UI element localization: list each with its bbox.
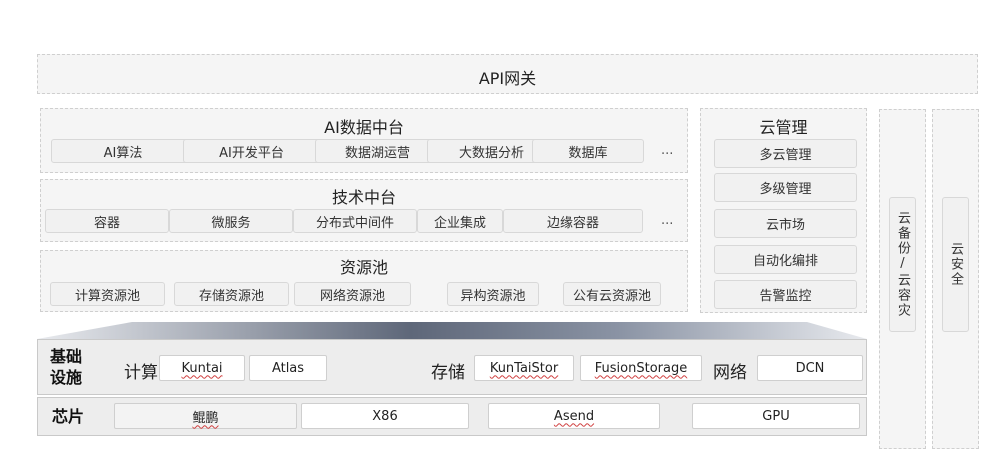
- infrastructure-row: 基础 设施 计算 Kuntai Atlas 存储 KunTaiStor Fusi…: [37, 339, 867, 395]
- database-box: 数据库: [532, 139, 644, 163]
- microservice-box: 微服务: [169, 209, 293, 233]
- api-gateway-title: API网关: [478, 69, 537, 88]
- chip-row: 芯片 鲲鹏 X86 Asend GPU: [37, 397, 867, 436]
- asend-box: Asend: [488, 403, 660, 429]
- infrastructure-label: 基础 设施: [50, 347, 83, 387]
- cloud-backup-dr-label: 云备份/云容灾: [889, 197, 916, 332]
- atlas-box: Atlas: [249, 355, 327, 381]
- ai-algorithm-box: AI算法: [51, 139, 195, 163]
- cloud-security-label: 云安全: [942, 197, 969, 332]
- resource-pool-panel: 资源池 计算资源池 存储资源池 网络资源池 异构资源池 公有云资源池: [40, 250, 688, 312]
- ai-data-platform-title: AI数据中台: [324, 118, 404, 137]
- cloud-backup-panel: 云备份/云容灾: [879, 109, 926, 449]
- gpu-box: GPU: [692, 403, 860, 429]
- cloud-management-title: 云管理: [759, 118, 808, 137]
- tech-platform-panel: 技术中台 容器 微服务 分布式中间件 企业集成 边缘容器 ...: [40, 179, 688, 242]
- kunpeng-box: 鲲鹏: [114, 403, 297, 429]
- tech-platform-title: 技术中台: [331, 188, 396, 207]
- ai-platform-more: ...: [661, 143, 674, 158]
- multi-cloud-mgmt-box: 多云管理: [714, 139, 857, 168]
- multi-level-mgmt-box: 多级管理: [714, 173, 857, 202]
- ai-data-platform-panel: AI数据中台 AI算法 AI开发平台 数据湖运营 大数据分析 数据库 ...: [40, 108, 688, 173]
- storage-pool-box: 存储资源池: [174, 282, 289, 306]
- api-gateway-panel: API网关: [37, 54, 978, 94]
- network-label: 网络: [713, 363, 747, 383]
- fusionstorage-box: FusionStorage: [580, 355, 702, 381]
- kuntaistor-box: KunTaiStor: [474, 355, 574, 381]
- resource-pool-title: 资源池: [339, 258, 388, 277]
- container-box: 容器: [45, 209, 169, 233]
- cloud-market-box: 云市场: [714, 209, 857, 238]
- network-pool-box: 网络资源池: [294, 282, 411, 306]
- edge-container-box: 边缘容器: [503, 209, 643, 233]
- public-cloud-pool-box: 公有云资源池: [563, 282, 661, 306]
- distributed-middleware-box: 分布式中间件: [293, 209, 417, 233]
- heterogeneous-pool-box: 异构资源池: [447, 282, 539, 306]
- storage-label: 存储: [431, 363, 465, 383]
- kuntai-box: Kuntai: [159, 355, 245, 381]
- dcn-box: DCN: [757, 355, 863, 381]
- ai-dev-platform-box: AI开发平台: [183, 139, 320, 163]
- chip-label: 芯片: [52, 407, 85, 426]
- alert-monitoring-box: 告警监控: [714, 280, 857, 309]
- x86-box: X86: [301, 403, 469, 429]
- tech-platform-more: ...: [661, 213, 674, 228]
- cloud-security-panel: 云安全: [932, 109, 979, 449]
- data-lake-ops-box: 数据湖运营: [315, 139, 440, 163]
- compute-label: 计算: [124, 363, 158, 383]
- auto-orchestration-box: 自动化编排: [714, 245, 857, 274]
- platform-base-shape: [37, 322, 867, 339]
- cloud-management-panel: 云管理 多云管理 多级管理 云市场 自动化编排 告警监控: [700, 108, 867, 313]
- compute-pool-box: 计算资源池: [50, 282, 165, 306]
- enterprise-integration-box: 企业集成: [417, 209, 503, 233]
